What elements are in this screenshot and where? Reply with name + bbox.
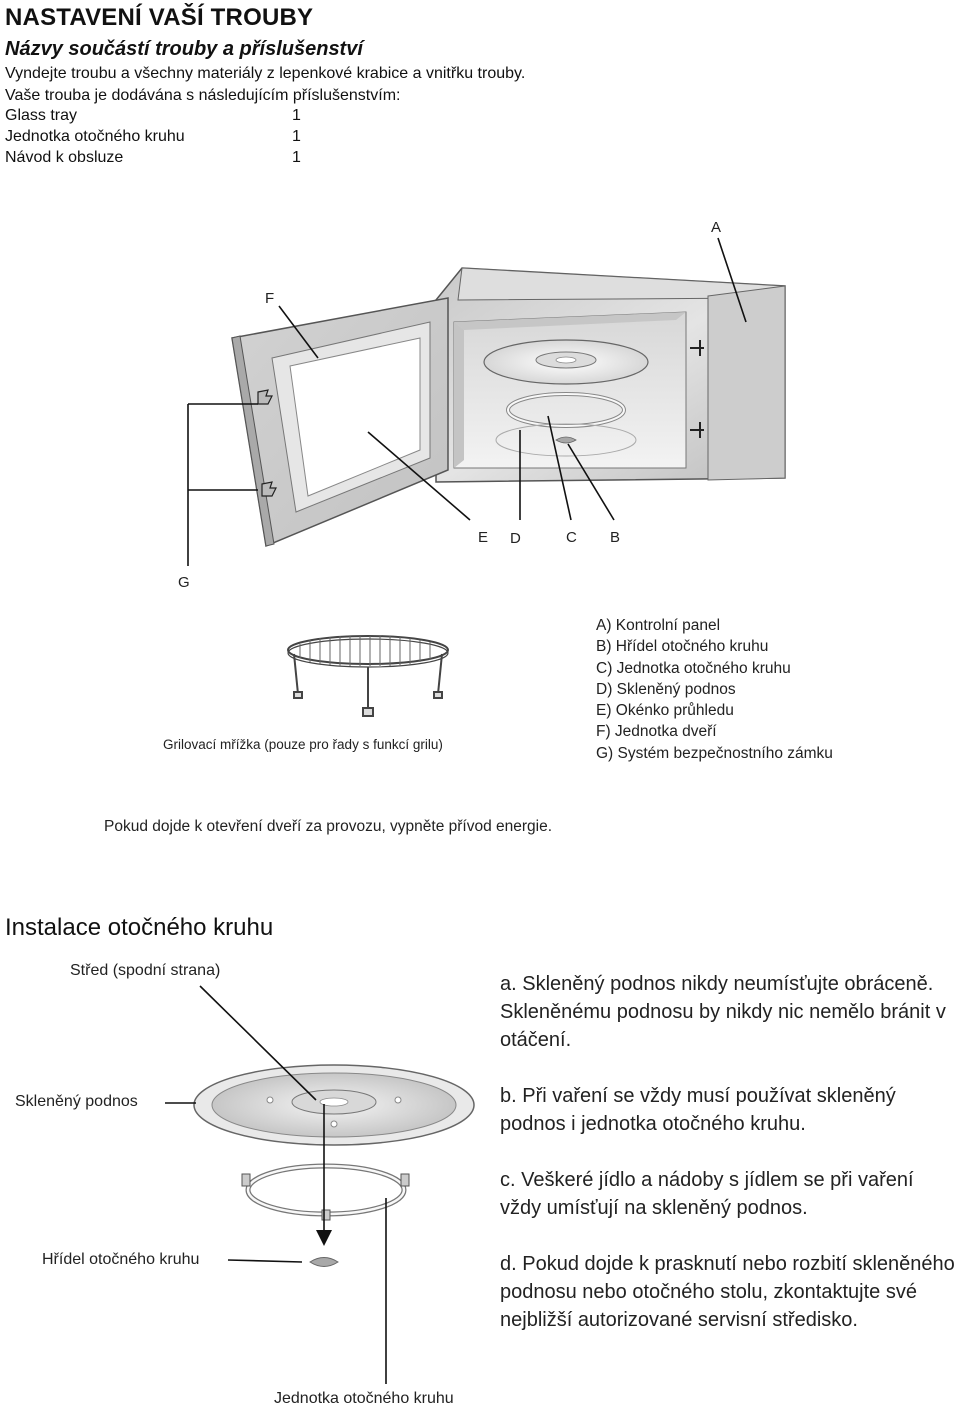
label-glass-tray: Skleněný podnos [15,1093,138,1110]
label-c: C [566,529,577,546]
accessory-name: Návod k obsluze [5,149,124,166]
legend-item: D) Skleněný podnos [596,680,736,698]
page-title: NASTAVENÍ VAŠÍ TROUBY [5,4,314,31]
accessory-name: Jednotka otočného kruhu [5,128,185,145]
grill-rack-illustration [287,635,449,717]
turntable-installation-diagram [165,985,475,1384]
note-item: b. Při vaření se vždy musí používat skle… [500,1085,896,1135]
label-ring: Jednotka otočného kruhu [274,1390,454,1407]
accessory-qty: 1 [292,149,301,166]
label-center: Střed (spodní strana) [70,962,221,979]
legend-item: A) Kontrolní panel [596,617,721,634]
legend-item: G) Systém bezpečnostního zámku [596,744,833,762]
grill-rack-caption: Grilovací mřížka (pouze pro řady s funkc… [163,737,443,752]
intro-line-1: Vyndejte troubu a všechny materiály z le… [5,65,526,82]
accessory-qty: 1 [292,107,301,124]
label-shaft: Hřídel otočného kruhu [42,1251,200,1268]
parts-legend: A) Kontrolní panel B) Hřídel otočného kr… [596,615,833,764]
section-subtitle: Názvy součástí trouby a příslušenství [5,38,363,60]
label-f: F [265,290,274,307]
label-e: E [478,529,488,546]
note-item: d. Pokud dojde k prasknutí nebo rozbití … [500,1253,955,1331]
leader-lines [187,237,747,566]
legend-item: F) Jednotka dveří [596,723,717,741]
installation-notes: a. Skleněný podnos nikdy neumísťujte obr… [500,970,955,1362]
legend-item: E) Okénko průhledu [596,702,734,720]
safety-warning: Pokud dojde k otevření dveří za provozu,… [104,818,553,835]
legend-item: B) Hřídel otočného kruhu [596,638,769,656]
accessory-name: Glass tray [5,107,78,124]
note-item: c. Veškeré jídlo a nádoby s jídlem se př… [500,1169,914,1219]
intro-line-2: Vaše trouba je dodávána s následujícím p… [5,87,401,104]
label-b: B [610,529,620,546]
oven-body [435,267,786,483]
legend-item: C) Jednotka otočného kruhu [596,659,791,677]
label-a: A [711,219,721,236]
installation-title: Instalace otočného kruhu [5,914,274,941]
note-item: a. Skleněný podnos nikdy neumísťujte obr… [500,973,946,1051]
label-g: G [178,574,190,591]
accessory-qty: 1 [292,128,301,145]
oven-door [231,297,449,548]
label-d: D [510,530,521,547]
microwave-diagram: A F E D C B G [178,219,786,591]
